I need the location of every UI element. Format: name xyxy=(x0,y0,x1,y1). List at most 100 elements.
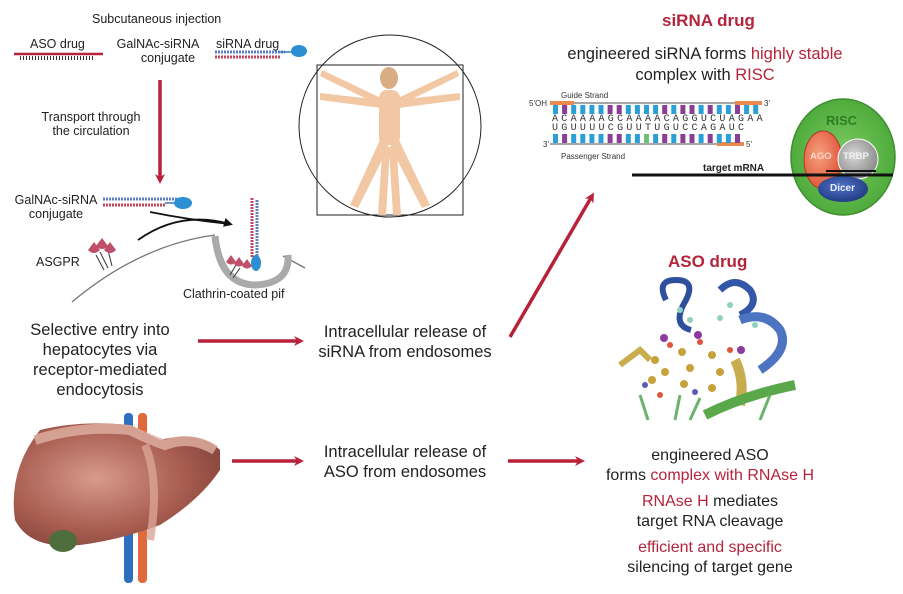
pit-receptors-icon xyxy=(226,198,261,279)
guide-base-bar xyxy=(616,105,622,114)
sirna-desc-line2: complex with RISC xyxy=(540,65,870,86)
passenger-base-bar xyxy=(607,134,613,143)
sirna-drug-label: siRNA drug xyxy=(216,37,280,51)
passenger-base-bar xyxy=(644,134,649,143)
three-prime-top: 3' xyxy=(764,99,770,108)
clathrin-pit xyxy=(211,235,292,289)
guide-base-bar xyxy=(698,105,704,114)
passenger-base-bar xyxy=(671,134,677,143)
passenger-base-bar xyxy=(571,134,577,143)
guide-base-bar xyxy=(598,105,604,114)
guide-base-bar xyxy=(753,105,759,114)
sirna-desc-line1: engineered siRNA forms highly stable xyxy=(540,44,870,65)
aso-strand-icon xyxy=(14,52,103,60)
guide-base-bar xyxy=(725,105,731,114)
selective-entry-text: Selective entry into hepatocytes via rec… xyxy=(20,320,180,400)
guide-base-bar xyxy=(689,105,695,114)
galnac-label-line1: GalNAc-siRNA xyxy=(116,37,200,51)
passenger-base-bar xyxy=(553,134,558,143)
risc-label: RISC xyxy=(826,113,858,128)
cell-membrane xyxy=(71,234,216,303)
entry-line4: endocytosis xyxy=(56,381,144,399)
aso-release-line1: Intracellular release of xyxy=(323,443,487,461)
guide-sequence: ACAAAAGCAAAACAGGUCUAGAA xyxy=(552,114,766,125)
passenger-base-bar xyxy=(634,134,640,143)
galnac-conjugate-icon xyxy=(103,197,192,209)
sirna-to-risc-arrow xyxy=(508,192,595,338)
guide-base-bar xyxy=(653,105,659,114)
sirna-duplex-diagram xyxy=(550,101,762,146)
clathrin-pit-label: Clathrin-coated pif xyxy=(183,287,285,301)
aso-desc-line4: target RNA cleavage xyxy=(636,513,784,530)
passenger-base-bar xyxy=(589,134,595,143)
guide-base-bar xyxy=(562,105,568,114)
guide-base-bar xyxy=(607,105,613,114)
passenger-sequence: UGUUUUCGUUTUGUCCAGAUC xyxy=(552,123,748,134)
liver-illustration xyxy=(13,413,220,583)
aso-desc-line1: engineered ASO xyxy=(651,447,769,464)
target-mrna-label: target mRNA xyxy=(703,163,765,174)
guide-base-bar xyxy=(716,105,722,114)
passenger-base-bar xyxy=(725,134,731,143)
galnac2-line2: conjugate xyxy=(28,207,84,222)
passenger-base-bar xyxy=(707,134,713,143)
guide-base-bar xyxy=(744,105,750,114)
rnase-h-structure-illustration xyxy=(618,276,796,421)
aso-panel-description: engineered ASO forms complex with RNAse … xyxy=(580,446,840,578)
guide-strand-label: Guide Strand xyxy=(561,91,609,100)
guide-base-bar xyxy=(580,105,586,114)
guide-base-bar xyxy=(671,105,677,114)
galnac-conjugate-label-2: GalNAc-siRNA conjugate xyxy=(10,193,102,222)
aso-desc-line3-highlight: RNAse H xyxy=(641,493,709,510)
guide-base-bar xyxy=(553,105,558,114)
guide-base-bar xyxy=(680,105,686,114)
guide-base-bar xyxy=(707,105,713,114)
sirna-panel-title: siRNA drug xyxy=(662,11,755,30)
guide-base-bar xyxy=(571,105,577,114)
passenger-base-bar xyxy=(680,134,686,143)
entry-line2: hepatocytes via xyxy=(42,341,158,359)
passenger-base-bar xyxy=(580,134,586,143)
passenger-base-bar xyxy=(562,134,568,143)
aso-drug-label: ASO drug xyxy=(30,37,85,51)
galnac-conjugate-label: GalNAc-siRNA conjugate xyxy=(112,37,204,66)
injection-label: Subcutaneous injection xyxy=(92,12,222,26)
passenger-base-bar xyxy=(662,134,668,143)
passenger-base-bar xyxy=(598,134,604,143)
guide-base-bar xyxy=(735,105,740,114)
asgpr-label: ASGPR xyxy=(36,255,80,269)
passenger-base-bar xyxy=(625,134,631,143)
sirna-desc-plain1: engineered siRNA forms xyxy=(567,45,751,63)
sirna-desc-highlight2: RISC xyxy=(735,66,775,84)
entry-line1: Selective entry into xyxy=(30,321,170,339)
trbp-label: TRBP xyxy=(843,151,869,162)
risc-complex-illustration xyxy=(632,98,896,216)
passenger-base-bar xyxy=(616,134,622,143)
passenger-base-bar xyxy=(735,134,740,143)
three-prime-bottom: 3' xyxy=(543,140,549,149)
sirna-release-line2: siRNA from endosomes xyxy=(318,343,492,361)
sirna-desc-plain2: complex with xyxy=(635,66,736,84)
five-prime-bottom: 5' xyxy=(746,140,752,149)
aso-panel-title: ASO drug xyxy=(668,252,748,271)
guide-base-bar xyxy=(662,105,668,114)
sirna-release-text: Intracellular release of siRNA from endo… xyxy=(310,322,500,362)
transport-line1: Transport through xyxy=(41,110,141,124)
aso-desc-line2-highlight: complex with RNAse H xyxy=(650,467,815,484)
aso-desc-line3: RNAse H mediates xyxy=(580,492,840,512)
sirna-conjugate-icon xyxy=(215,45,307,59)
sirna-desc-highlight1: highly stable xyxy=(750,45,843,63)
ago-label: AGO xyxy=(810,151,832,162)
uptake-arrow xyxy=(137,218,233,241)
guide-base-bar xyxy=(589,105,595,114)
passenger-base-bar xyxy=(689,134,695,143)
transport-line2: the circulation xyxy=(52,124,130,139)
dicer-label: Dicer xyxy=(830,183,856,194)
aso-desc-line6: silencing of target gene xyxy=(627,559,793,576)
sirna-release-line1: Intracellular release of xyxy=(323,323,487,341)
passenger-base-bar xyxy=(698,134,704,143)
five-oh-label: 5'OH xyxy=(529,99,547,108)
transport-label: Transport through the circulation xyxy=(36,110,146,139)
passenger-base-bar xyxy=(653,134,659,143)
aso-release-text: Intracellular release of ASO from endoso… xyxy=(310,442,500,482)
